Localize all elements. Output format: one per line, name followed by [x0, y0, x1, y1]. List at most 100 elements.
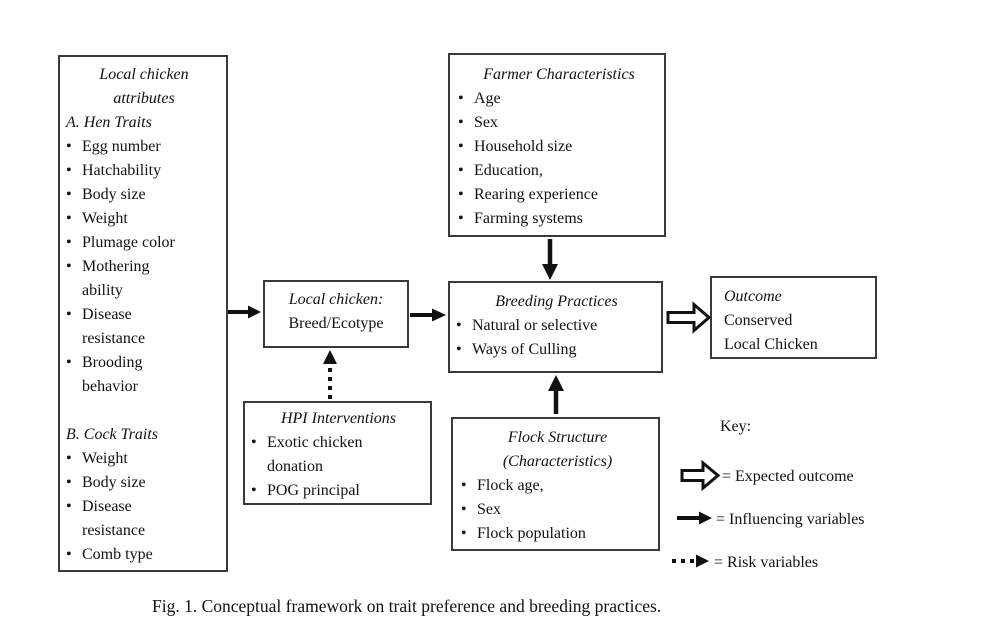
breeding-practices-box: Breeding Practices • Natural or selective… [448, 281, 663, 373]
cock-traits-list: •Weight •Body size •Disease resistance •… [66, 447, 222, 567]
list-item: •Disease resistance [66, 495, 222, 543]
bullet-icon: • [461, 501, 467, 518]
list-item: •Household size [458, 135, 660, 159]
outcome-arrow-breeding-to-outcome [666, 301, 712, 334]
attributes-box-title: Local chicken attributes [99, 66, 189, 107]
breeding-list: • Natural or selective •Ways of Culling [456, 314, 657, 362]
list-item-label: Weight [82, 210, 128, 227]
list-item: • Exotic chicken donation [251, 431, 426, 479]
list-item: • Sex [461, 498, 654, 522]
list-item-label: Rearing experience [474, 186, 598, 203]
list-item: •Disease resistance [66, 303, 222, 351]
list-item-label: Flock age, [477, 477, 544, 494]
bullet-icon: • [458, 210, 464, 227]
bullet-icon: • [251, 434, 257, 451]
flock-box-subtitle: (Characteristics) [502, 453, 613, 470]
farmer-list: • Age • Sex •Household size • Education, • R… [458, 87, 660, 231]
list-item: •Flock age, [461, 474, 654, 498]
list-item-label: Flock population [477, 525, 586, 542]
list-item: • Rearing experience [458, 183, 660, 207]
list-item: • Weight [66, 207, 222, 231]
local-chicken-breed-box: Local chicken: Breed/Ecotype [263, 280, 409, 348]
list-item: • Weight [66, 447, 222, 471]
list-item-label: Weight [82, 450, 128, 467]
bullet-icon: • [251, 482, 257, 499]
bullet-icon: • [66, 210, 72, 227]
key-expected-outcome-label: = Expected outcome [722, 468, 854, 485]
bullet-icon: • [456, 317, 462, 334]
cock-traits-header: B. Cock Traits [66, 426, 159, 443]
bullet-icon: • [66, 474, 72, 491]
spacer [66, 399, 222, 423]
list-item-label: Body size [82, 186, 146, 203]
list-item-label: Age [474, 90, 501, 107]
hpi-interventions-box: HPI Interventions •Exotic chicken donati… [243, 401, 432, 505]
hen-traits-header: A. Hen Traits [66, 114, 152, 131]
list-item: • POG principal [251, 479, 426, 503]
list-item-label: Exotic chicken donation [267, 434, 363, 475]
list-item-label: Education, [474, 162, 543, 179]
outcome-box-title: Outcome [724, 288, 782, 305]
bullet-icon: • [66, 138, 72, 155]
key-risk-variables-icon [672, 554, 709, 568]
key-influencing-variables-icon [677, 511, 712, 525]
list-item: • Hatchability [66, 159, 222, 183]
influence-arrow-flock-to-breeding [548, 375, 564, 414]
bullet-icon: • [458, 162, 464, 179]
farmer-characteristics-box: Farmer Characteristics •Age •Sex •Househ… [448, 53, 666, 237]
list-item-label: Comb type [82, 546, 153, 563]
bullet-icon: • [458, 186, 464, 203]
figure-caption: Fig. 1. Conceptual framework on trait pr… [152, 596, 662, 616]
list-item: • Education, [458, 159, 660, 183]
list-item-label: Farming systems [474, 210, 583, 227]
list-item-label: Sex [477, 501, 501, 518]
risk-arrow-hpi-to-breed [323, 350, 337, 399]
outcome-line: Local Chicken [724, 336, 818, 353]
bullet-icon: • [66, 162, 72, 179]
list-item-label: Ways of Culling [472, 341, 577, 358]
hen-traits-list: • Egg number • Hatchability • Body size • We… [66, 135, 222, 399]
breeding-box-title: Breeding Practices [495, 293, 618, 310]
list-item-label: Mothering ability [82, 258, 150, 299]
local-chicken-attributes-box: Local chicken attributes A. Hen Traits •… [58, 55, 228, 572]
bullet-icon: • [66, 258, 72, 275]
list-item-label: POG principal [267, 482, 360, 499]
key-expected-outcome-icon [680, 459, 721, 492]
list-item: • Egg number [66, 135, 222, 159]
bullet-icon: • [66, 186, 72, 203]
list-item: •Comb type [66, 543, 222, 567]
list-item: • Farming systems [458, 207, 660, 231]
list-item: •Body size [66, 471, 222, 495]
list-item-label: Disease resistance [82, 306, 146, 347]
key-risk-variables-label: = Risk variables [714, 554, 819, 571]
bullet-icon: • [66, 354, 72, 371]
bullet-icon: • [461, 525, 467, 542]
key-title: Key: [720, 418, 752, 435]
list-item-label: Natural or selective [472, 317, 598, 334]
flock-box-title: Flock Structure [507, 429, 608, 446]
list-item-label: Disease resistance [82, 498, 146, 539]
list-item: • Natural or selective [456, 314, 657, 338]
outcome-box: Outcome Conserved Local Chicken [710, 276, 877, 359]
breed-box-title: Local chicken: [288, 291, 384, 308]
bullet-icon: • [458, 114, 464, 131]
list-item: •Ways of Culling [456, 338, 657, 362]
bullet-icon: • [66, 450, 72, 467]
bullet-icon: • [66, 234, 72, 251]
list-item-label: Plumage color [82, 234, 175, 251]
bullet-icon: • [458, 138, 464, 155]
list-item-label: Egg number [82, 138, 161, 155]
influence-arrow-farmer-to-breeding [542, 239, 558, 280]
list-item: • Age [458, 87, 660, 111]
bullet-icon: • [458, 90, 464, 107]
list-item: • Body size [66, 183, 222, 207]
list-item-label: Sex [474, 114, 498, 131]
list-item: • Mothering ability [66, 255, 222, 303]
outcome-line: Conserved [724, 312, 793, 329]
list-item: • Brooding behavior [66, 351, 222, 399]
list-item-label: Brooding behavior [82, 354, 143, 395]
list-item: • Sex [458, 111, 660, 135]
list-item-label: Hatchability [82, 162, 162, 179]
influence-arrow-attributes-to-breed [228, 305, 261, 319]
list-item: • Plumage color [66, 231, 222, 255]
